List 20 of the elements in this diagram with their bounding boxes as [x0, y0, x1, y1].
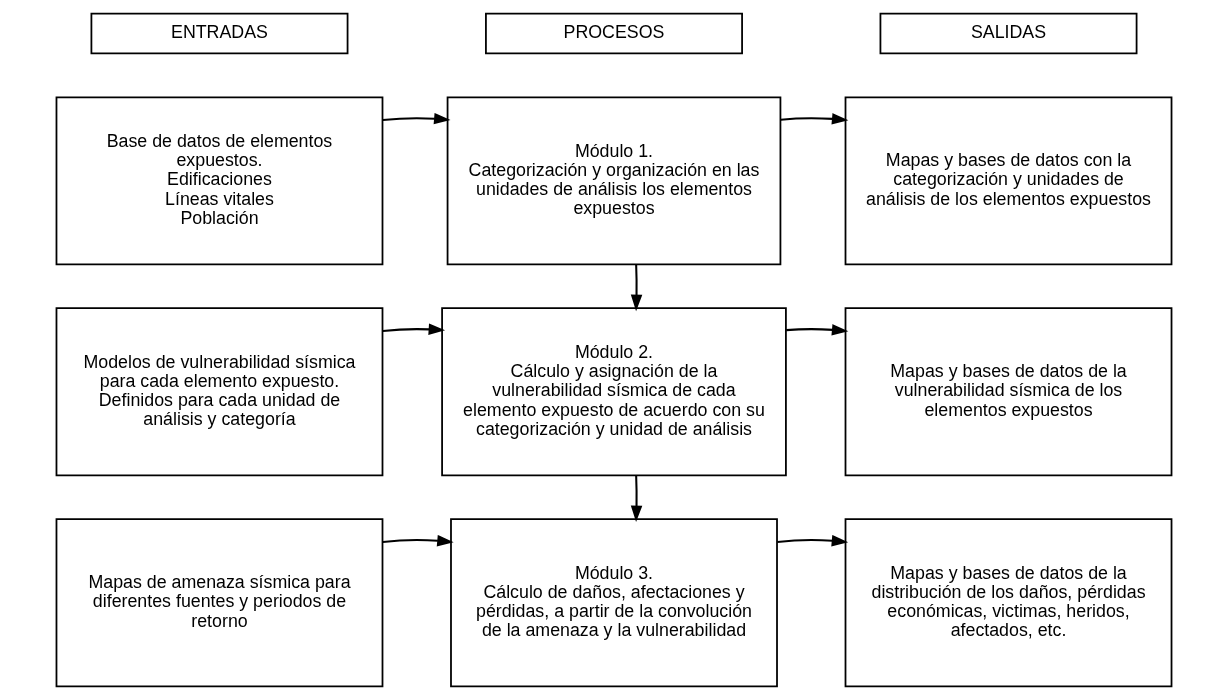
arrow	[630, 475, 643, 523]
node-box: Mapas y bases de datos con la categorización y unidades de análisis de los elementos expuestos	[844, 96, 1173, 266]
node-box: PROCESOS	[485, 12, 743, 55]
node-box: Mapas de amenaza sísmica para diferentes fuentes y periodos de retorno	[55, 518, 384, 688]
arrow	[630, 264, 643, 312]
node-box: Módulo 1. Categorización y organización en las unidades de análisis los elementos expuestos	[446, 96, 782, 266]
arrow	[780, 113, 849, 125]
node-box: Mapas y bases de datos de la vulnerabilidad sísmica de los elementos expuestos	[844, 307, 1173, 477]
node-box: ENTRADAS	[90, 12, 349, 55]
arrow	[382, 535, 454, 547]
node-box: Mapas y bases de datos de la distribución de los daños, pérdidas económicas, victimas, heridos, afectados, etc.	[844, 518, 1173, 688]
arrow	[382, 323, 446, 336]
arrow	[382, 112, 451, 125]
arrow	[786, 324, 849, 336]
node-box: Modelos de vulnerabilidad sísmica para cada elemento expuesto. Definidos para cada unidad de análisis y categoría	[55, 307, 384, 477]
node-box: Módulo 3. Cálculo de daños, afectaciones y pérdidas, a partir de la convolución de la amenaza y la vulnerabilidad	[450, 518, 778, 688]
node-box: Módulo 2. Cálculo y asignación de la vulnerabilidad sísmica de cada elemento expuesto de acuerdo con su categorización y unidad de análisis	[441, 307, 787, 477]
node-box: Base de datos de elementos expuestos. Edificaciones Líneas vitales Población	[55, 96, 384, 266]
node-box: SALIDAS	[879, 12, 1138, 55]
arrow	[777, 535, 849, 547]
